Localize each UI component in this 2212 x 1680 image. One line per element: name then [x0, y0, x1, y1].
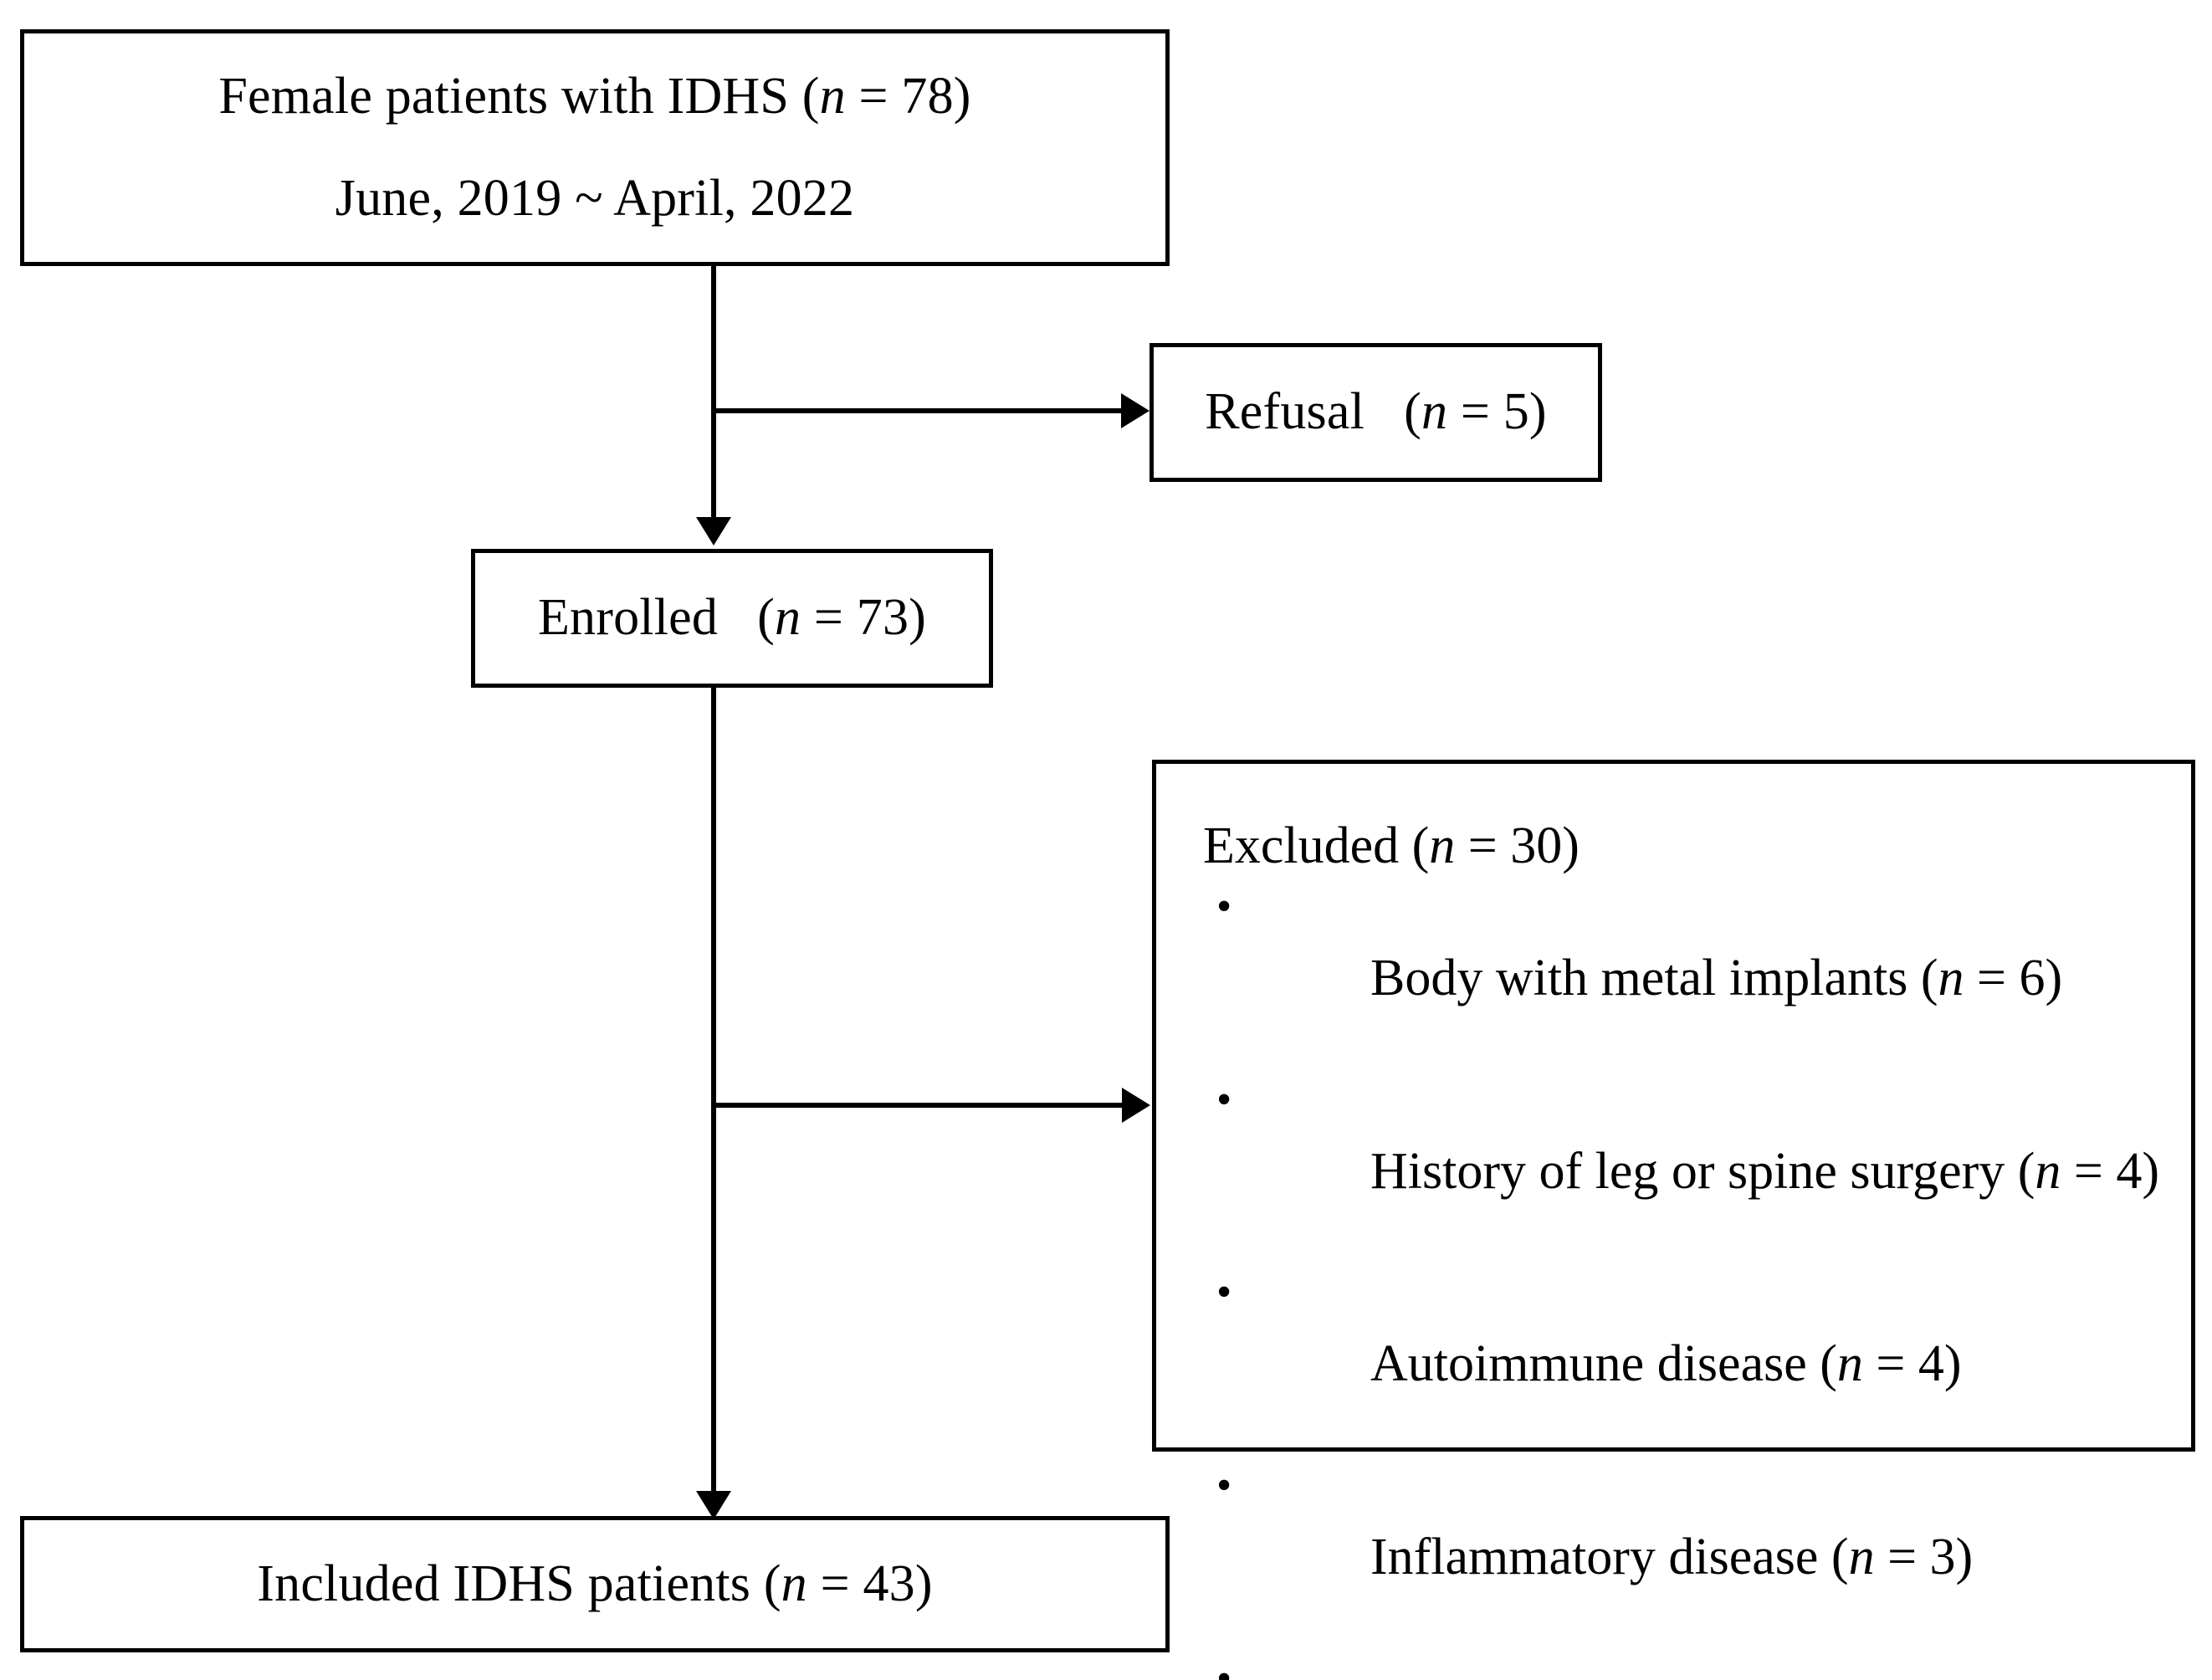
enrolled-label-nvar: n	[775, 589, 801, 647]
enrolled-label: Enrolled (n = 73)	[538, 591, 926, 645]
connector-to-refusal-line	[714, 408, 1124, 413]
bullet-icon: •	[1216, 1268, 1232, 1317]
enrolled-label-prefix: Enrolled (	[537, 589, 776, 647]
excluded-item-2-prefix: Autoimmune disease (	[1370, 1335, 1837, 1393]
connector-enrolled-to-included-line	[711, 688, 716, 1491]
connector-source-to-enrolled-arrow	[696, 517, 731, 545]
excluded-title: Excluded (n = 30)	[1203, 816, 2191, 877]
node-source-population: Female patients with IDHS (n = 78) June,…	[20, 29, 1170, 266]
refusal-label-nvar: n	[1421, 383, 1448, 441]
bullet-icon: •	[1216, 1462, 1232, 1510]
bullet-icon: •	[1216, 883, 1232, 931]
list-item: • History of leg or spine surgery (n = 4)	[1203, 1075, 2191, 1268]
list-item: • Autoimmune disease (n = 4)	[1203, 1268, 2191, 1461]
excluded-item-1-prefix: History of leg or spine surgery (	[1370, 1142, 2035, 1200]
connector-enrolled-to-included-arrow	[696, 1491, 731, 1519]
excluded-item-2-suffix: = 4)	[1862, 1335, 1962, 1393]
connector-to-excluded-arrow	[1122, 1088, 1150, 1123]
included-label: Included IDHS patients (n = 43)	[257, 1555, 933, 1612]
source-line-1: Female patients with IDHS (n = 78)	[218, 69, 970, 124]
source-line-1-nvar: n	[819, 68, 846, 125]
source-line-2: June, 2019 ~ April, 2022	[335, 169, 855, 227]
list-item: • Inflammatory disease (n = 3)	[1203, 1461, 2191, 1654]
excluded-item-0-suffix: = 6)	[1964, 950, 2063, 1007]
connector-to-excluded-line	[714, 1103, 1124, 1108]
excluded-item-3-suffix: = 3)	[1874, 1528, 1974, 1585]
node-excluded: Excluded (n = 30) •Body with metal impla…	[1152, 760, 2195, 1680]
excluded-item-0-prefix: Body with metal implants (	[1370, 950, 1938, 1007]
node-included: Included IDHS patients (n = 43)	[20, 1516, 1170, 1652]
connector-to-refusal-arrow	[1121, 393, 1150, 428]
node-refusal: Refusal (n = 5)	[1150, 343, 1602, 482]
excluded-title-suffix: = 30)	[1455, 817, 1580, 874]
refusal-label-prefix: Refusal (	[1205, 383, 1421, 441]
excluded-item-1-nvar: n	[2035, 1142, 2061, 1200]
connector-source-to-enrolled-line	[711, 266, 716, 517]
included-label-nvar: n	[781, 1555, 807, 1612]
refusal-label: Refusal (n = 5)	[1205, 385, 1547, 439]
excluded-reason-list: •Body with metal implants (n = 6) •Histo…	[1203, 882, 2191, 1680]
excluded-title-nvar: n	[1429, 817, 1456, 874]
bullet-icon: •	[1216, 1654, 1232, 1680]
excluded-item-2-nvar: n	[1836, 1335, 1863, 1393]
node-enrolled: Enrolled (n = 73)	[471, 549, 993, 688]
enrolled-label-suffix: = 73)	[801, 589, 927, 647]
excluded-item-1-suffix: = 4)	[2061, 1142, 2159, 1200]
source-line-1-suffix: = 78)	[845, 68, 971, 125]
included-label-suffix: = 43)	[806, 1555, 933, 1612]
excluded-item-3-prefix: Inflammatory disease (	[1370, 1528, 1849, 1585]
list-item: • Body with metal implants (n = 6)	[1203, 882, 2191, 1075]
list-item: •Chronic kidney disease (n = 4)	[1203, 1654, 2191, 1680]
source-line-1-prefix: Female patients with IDHS (	[218, 68, 820, 125]
refusal-label-suffix: = 5)	[1447, 383, 1547, 441]
excluded-item-0-nvar: n	[1938, 950, 1964, 1007]
excluded-title-prefix: Excluded (	[1203, 817, 1430, 874]
excluded-item-3-nvar: n	[1848, 1528, 1875, 1585]
bullet-icon: •	[1216, 1075, 1232, 1124]
included-label-prefix: Included IDHS patients (	[257, 1555, 781, 1612]
